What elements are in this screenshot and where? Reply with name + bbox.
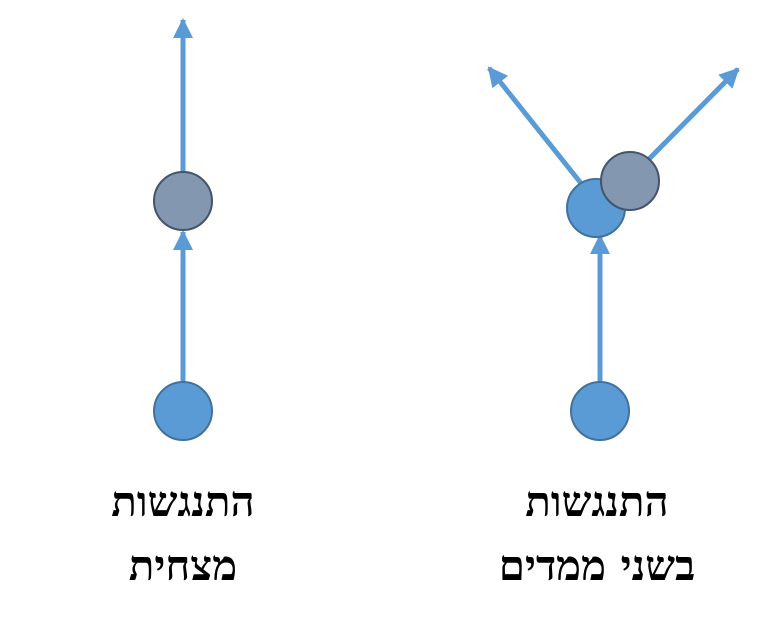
caption-line-2: בשני ממדים bbox=[498, 541, 696, 590]
head-on-collision-caption: התנגשות מצחית bbox=[23, 470, 343, 598]
caption-line-1: התנגשות bbox=[111, 477, 255, 526]
deflected-right-arrow bbox=[646, 67, 740, 162]
two-dimensional-collision-panel bbox=[487, 66, 740, 441]
two-dimensional-collision-caption: התנגשות בשני ממדים bbox=[437, 470, 757, 598]
target-ball bbox=[600, 151, 660, 211]
moving-ball bbox=[153, 381, 213, 441]
moving-ball bbox=[570, 381, 630, 441]
deflected-left-arrow bbox=[487, 66, 586, 189]
caption-line-1: התנגשות bbox=[525, 477, 669, 526]
caption-line-2: מצחית bbox=[128, 541, 238, 590]
target-ball bbox=[153, 171, 213, 231]
head-on-collision-panel bbox=[153, 18, 213, 441]
